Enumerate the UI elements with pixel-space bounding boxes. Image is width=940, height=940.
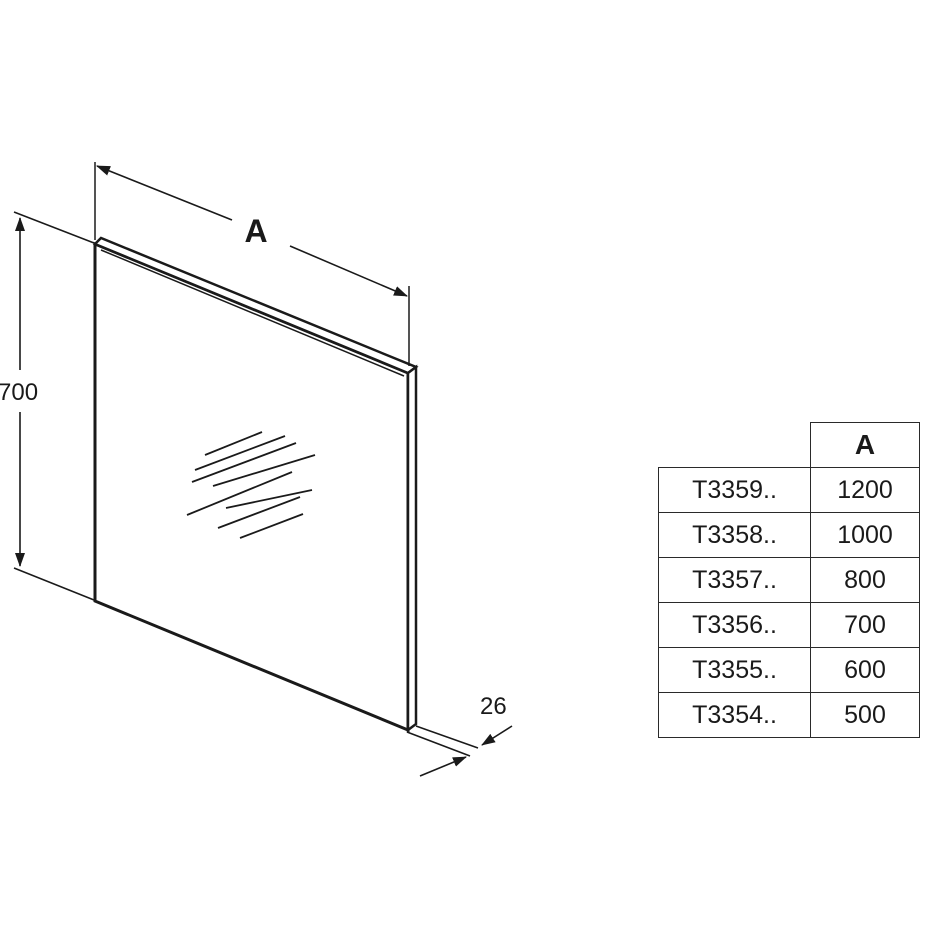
table-row: T3355.. 600 [658,647,920,693]
size-value: 1200 [810,467,920,513]
table-row: T3358.. 1000 [658,512,920,558]
table-row: T3359.. 1200 [658,467,920,513]
width-dimension: A [94,162,410,366]
mirror-panel [92,236,419,733]
product-code: T3359.. [658,467,811,513]
table-row: T3354.. 500 [658,692,920,738]
size-value: 1000 [810,512,920,558]
depth-dimension: 26 [406,693,513,777]
size-value: 600 [810,647,920,693]
product-code: T3355.. [658,647,811,693]
product-code: T3357.. [658,557,811,603]
table-row: T3356.. 700 [658,602,920,648]
reflection-lines [186,431,316,539]
product-code: T3358.. [658,512,811,558]
height-label: 700 [0,379,38,406]
size-value: 700 [810,602,920,648]
size-value: 800 [810,557,920,603]
table-header-a: A [810,422,920,468]
table-header-row: A [658,422,920,468]
table-row: T3357.. 800 [658,557,920,603]
size-value: 500 [810,692,920,738]
depth-label: 26 [480,693,507,720]
height-dimension: 700 [0,211,95,601]
product-code: T3356.. [658,602,811,648]
width-label: A [244,213,267,249]
size-table: A T3359.. 1200 T3358.. 1000 T3357.. 800 … [658,422,920,738]
table-corner [658,422,811,468]
product-code: T3354.. [658,692,811,738]
